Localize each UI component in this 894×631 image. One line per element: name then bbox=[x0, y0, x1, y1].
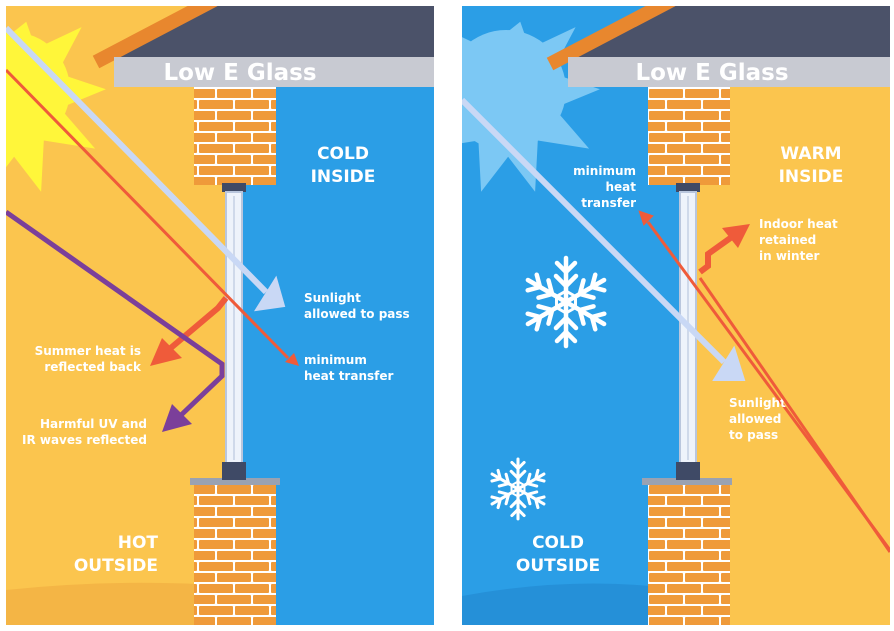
right-outside-label-1: COLD bbox=[532, 533, 584, 553]
left-min-heat-note-1: minimum bbox=[304, 353, 367, 367]
window-sill-right bbox=[642, 478, 732, 485]
right-inside-label-1: WARM bbox=[780, 144, 841, 164]
right-min-heat-note-3: transfer bbox=[581, 196, 636, 210]
right-outside-label-2: OUTSIDE bbox=[516, 556, 600, 576]
left-outside-label-2: OUTSIDE bbox=[74, 556, 158, 576]
left-min-heat-note-2: heat transfer bbox=[304, 369, 393, 383]
left-sunlight-note-2: allowed to pass bbox=[304, 307, 410, 321]
sunlight-arrow-right bbox=[462, 97, 746, 381]
upper-brick-wall bbox=[194, 87, 276, 185]
indoor-heat-note-1: Indoor heat bbox=[759, 217, 838, 231]
lower-brick-wall bbox=[194, 484, 276, 625]
gutter bbox=[114, 57, 434, 87]
roof bbox=[114, 6, 434, 58]
summer-heat-note-1: Summer heat is bbox=[35, 344, 141, 358]
upper-brick-wall-right bbox=[648, 87, 730, 185]
roof-edge-right bbox=[546, 6, 676, 71]
right-sunlight-note-1: Sunlight bbox=[729, 396, 786, 410]
left-sunlight-note-1: Sunlight bbox=[304, 291, 361, 305]
left-title: Low E Glass bbox=[163, 60, 316, 86]
window-frame-top bbox=[222, 183, 246, 192]
lower-brick-wall-right bbox=[648, 484, 730, 625]
roof-edge bbox=[92, 6, 218, 69]
right-min-heat-note-2: heat bbox=[605, 180, 636, 194]
window-sill bbox=[190, 478, 280, 485]
window-frame-bottom bbox=[222, 462, 246, 480]
right-sunlight-note-3: to pass bbox=[729, 428, 778, 442]
ground-winter bbox=[462, 583, 650, 625]
indoor-heat-note-2: retained bbox=[759, 233, 816, 247]
heat-line-interior bbox=[698, 277, 890, 553]
uv-note-2: IR waves reflected bbox=[22, 433, 147, 447]
window-frame-top-right bbox=[676, 183, 700, 192]
left-inside-label-1: COLD bbox=[317, 144, 369, 164]
uv-reflected-arrow bbox=[6, 209, 225, 432]
indoor-heat-note-3: in winter bbox=[759, 249, 819, 263]
left-inside-label-2: INSIDE bbox=[311, 167, 376, 187]
summer-heat-note-2: reflected back bbox=[44, 360, 142, 374]
right-sunlight-note-2: allowed bbox=[729, 412, 781, 426]
left-panel: Low E Glass COLD INSIDE HOT OUTSIDE Sunl… bbox=[6, 6, 434, 625]
right-title: Low E Glass bbox=[635, 60, 788, 86]
window-frame-bottom-right bbox=[676, 462, 700, 480]
min-heat-arrow-left bbox=[6, 68, 299, 366]
sunlight-arrow bbox=[6, 25, 286, 312]
right-min-heat-note-1: minimum bbox=[573, 164, 636, 178]
uv-note-1: Harmful UV and bbox=[40, 417, 147, 431]
ground bbox=[6, 582, 230, 625]
winter-sun-icon bbox=[462, 21, 600, 192]
indoor-heat-arrow bbox=[698, 224, 750, 275]
left-outside-label-1: HOT bbox=[118, 533, 159, 553]
right-panel: Low E Glass WARM INSIDE COLD OUTSIDE min… bbox=[462, 6, 890, 625]
right-inside-label-2: INSIDE bbox=[779, 167, 844, 187]
gutter-right bbox=[568, 57, 890, 87]
